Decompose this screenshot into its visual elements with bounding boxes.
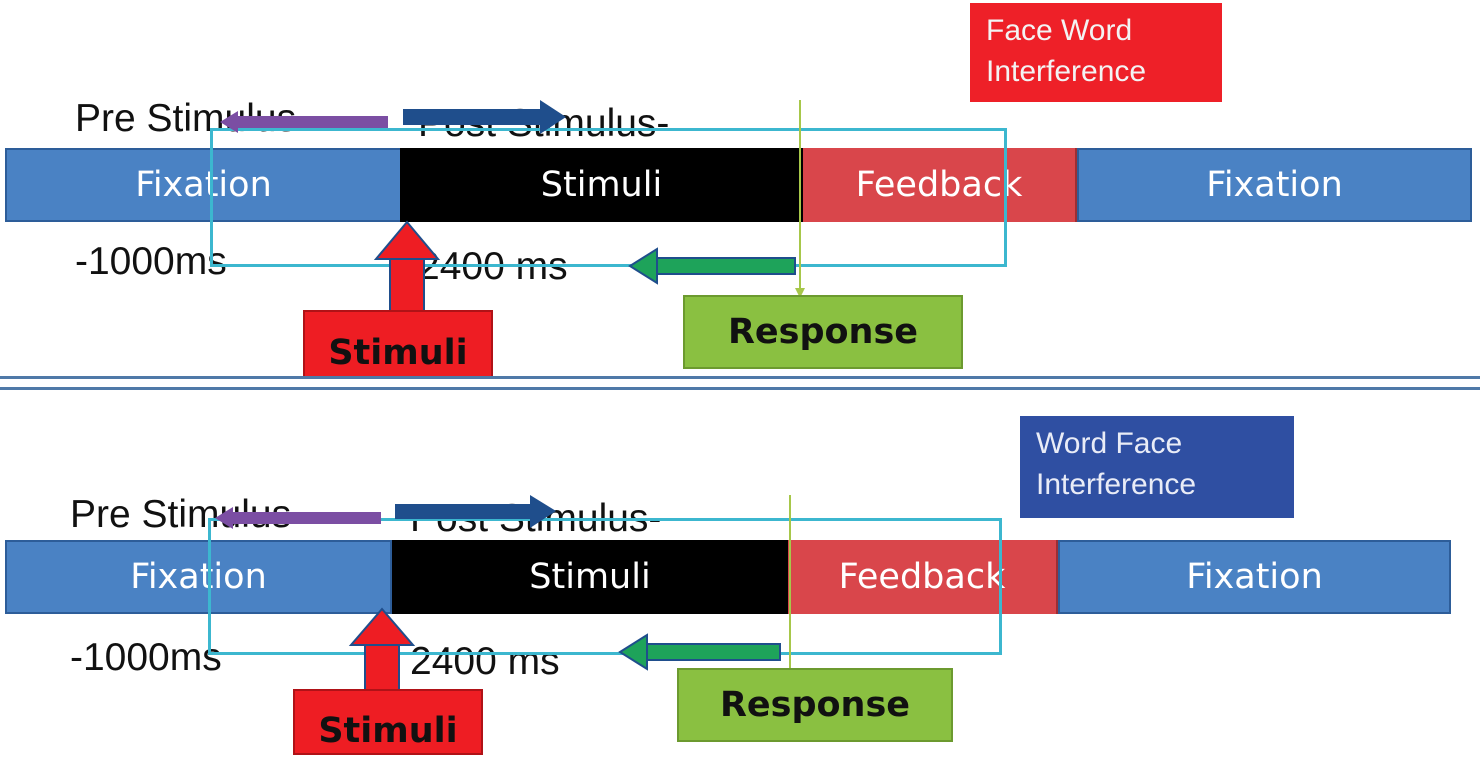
pre-stimulus-label: Pre Stimulus -1000ms <box>70 396 291 777</box>
timeline-feedback: Feedback <box>788 540 1058 614</box>
timeline-fixation-end: Fixation <box>1077 148 1472 222</box>
pre-stimulus-duration: -1000ms <box>70 635 222 679</box>
timeline-stimuli: Stimuli <box>392 540 788 614</box>
pre-stimulus-duration: -1000ms <box>75 239 227 283</box>
analysis-window-frame <box>208 518 1002 655</box>
stimulus-onset-arrow-icon <box>373 220 441 313</box>
panel-arrows <box>215 495 791 697</box>
response-feedback-arrow-icon <box>618 633 781 671</box>
response-box: Response <box>683 295 963 369</box>
panel-word-face: Pre Stimulus -1000ms Post Stimulus- 2400… <box>0 390 1480 765</box>
response-time-line-icon <box>795 100 805 298</box>
timeline-stimuli: Stimuli <box>400 148 803 222</box>
stimuli-box: Stimuli <box>293 689 483 755</box>
pre-stimulus-arrow-icon <box>215 507 381 529</box>
timeline-feedback: Feedback <box>803 148 1077 222</box>
timeline-fixation-start: Fixation <box>5 148 402 222</box>
analysis-window-frame <box>210 128 1007 267</box>
response-feedback-arrow-icon <box>628 247 796 285</box>
panel-divider-bottom <box>0 387 1480 390</box>
post-stimulus-arrow-icon <box>403 100 566 134</box>
post-stimulus-duration: 2400 ms <box>410 639 560 683</box>
condition-badge: Word Face Interference <box>1020 416 1294 518</box>
panel-divider-top <box>0 376 1480 379</box>
post-stimulus-arrow-icon <box>395 495 556 528</box>
panel-face-word: Pre Stimulus -1000ms Post Stimulus- 2400… <box>0 0 1480 378</box>
timeline-fixation-start: Fixation <box>5 540 392 614</box>
stimuli-box: Stimuli <box>303 310 493 378</box>
stimulus-onset-arrow-icon <box>348 607 416 697</box>
pre-stimulus-arrow-icon <box>220 111 388 133</box>
condition-badge: Face Word Interference <box>970 3 1222 102</box>
response-box: Response <box>677 668 953 742</box>
panel-arrows <box>220 100 805 313</box>
timeline-fixation-end: Fixation <box>1058 540 1451 614</box>
